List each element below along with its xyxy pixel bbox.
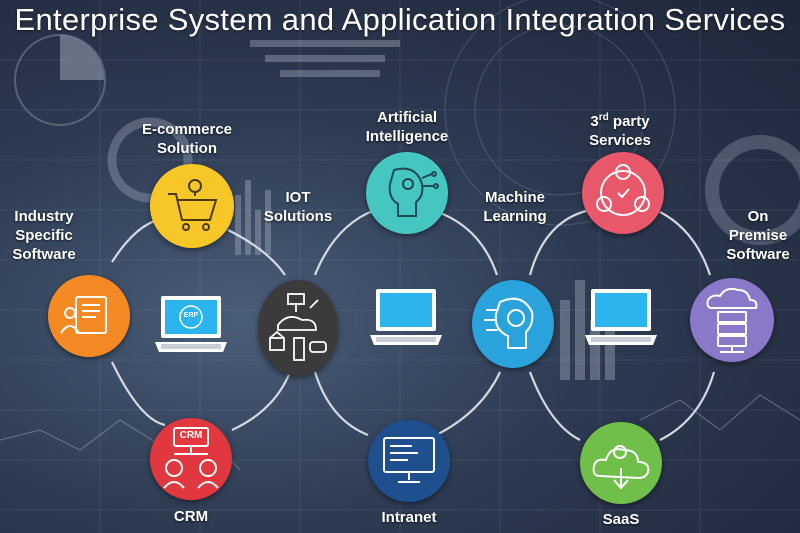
ml-label-line2: Learning [483, 208, 547, 225]
shopping-cart-icon [168, 179, 218, 231]
intranet-node [368, 420, 450, 502]
ecommerce-node [150, 164, 234, 248]
ecommerce-label: E-commerce Solution [132, 120, 242, 158]
third-party-label-line2: Services [589, 132, 651, 149]
laptop-icon [370, 289, 442, 345]
iot-label-line2: Solutions [263, 208, 333, 225]
third-party-sup: rd [598, 112, 609, 123]
network-people-icon [596, 164, 650, 216]
ml-label-line1: Machine [484, 189, 545, 206]
right-laptop [583, 285, 659, 363]
on-premise-label-line1: On [747, 208, 769, 225]
iot-devices-icon [269, 293, 327, 361]
laptop-icon [155, 296, 227, 352]
industry-label-line2: Specific [15, 227, 73, 244]
iot-label: IOT Solutions [258, 188, 338, 226]
third-party-label-line1: 3rd party [570, 108, 670, 131]
crm-label: CRM [173, 508, 209, 525]
on-premise-label-line3: Software [726, 246, 790, 263]
saas-label: SaaS [602, 511, 640, 528]
page-title: Enterprise System and Application Integr… [14, 2, 786, 37]
on-premise-node [690, 278, 774, 362]
crm-node: CRM [150, 418, 232, 500]
iot-label-line1: IOT [285, 189, 311, 206]
third-party-prefix: 3 [590, 113, 599, 130]
cloud-gear-icon [592, 445, 650, 490]
saas-node [580, 422, 662, 504]
cloud-server-icon [706, 287, 758, 353]
industry-label-line1: Industry [14, 208, 74, 225]
industry-software-label: Industry Specific Software [4, 207, 84, 264]
on-premise-label-line2: Premise [728, 227, 788, 244]
robot-head-icon [388, 167, 439, 217]
iot-node [258, 280, 338, 376]
crm-people-icon [163, 427, 219, 489]
third-party-label: 3rd party Services [570, 108, 670, 150]
laptop-icon [585, 289, 657, 345]
on-premise-label: On Premise Software [716, 207, 800, 264]
third-party-node [582, 152, 664, 234]
erp-laptop: ERP [153, 292, 229, 370]
ecommerce-label-line1: E-commerce [141, 121, 233, 138]
ai-label-line2: Intelligence [365, 128, 449, 145]
erp-text: ERP [183, 312, 199, 319]
monitor-icon [383, 437, 435, 483]
crm-icon-text: CRM [179, 430, 203, 441]
ai-label: Artificial Intelligence [352, 108, 462, 146]
center-laptop [368, 285, 444, 363]
ai-node [366, 152, 448, 234]
intranet-label: Intranet [381, 509, 437, 526]
ai-label-line1: Artificial [376, 109, 437, 126]
ml-node [472, 280, 554, 368]
industry-label-line3: Software [12, 246, 76, 263]
document-user-icon [60, 296, 107, 334]
brain-head-icon [484, 297, 534, 349]
industry-software-node [48, 275, 130, 357]
ecommerce-label-line2: Solution [157, 140, 217, 157]
ml-label: Machine Learning [470, 188, 560, 226]
third-party-suffix: party [608, 113, 650, 130]
